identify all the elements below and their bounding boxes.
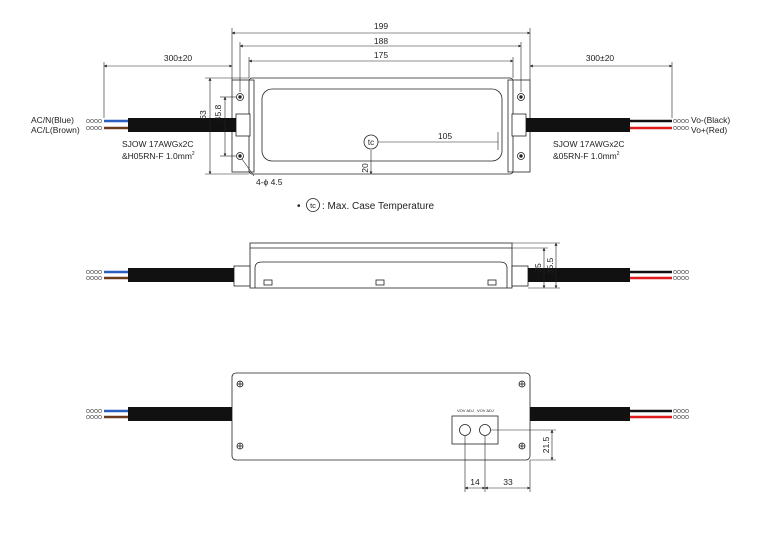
dim-mount-pitch: 188 (374, 36, 388, 46)
adj-label-2: VOV ADJ (477, 408, 494, 413)
dim-overall-length: 199 (374, 21, 388, 31)
top-right-cable (526, 118, 689, 132)
right-gland (511, 113, 527, 137)
strand-ends (673, 119, 689, 130)
dim-tc-height: 20 (360, 163, 370, 173)
mount-holes (236, 93, 525, 160)
ac-line-label: AC/L(Brown) (31, 125, 80, 135)
dim-tc-offset: 105 (438, 131, 452, 141)
dim-adj-offset: 33 (503, 477, 513, 487)
adj-label-1: VOV ADJ (457, 408, 474, 413)
dim-cable-left: 300±20 (164, 53, 193, 63)
side-left-cable (86, 268, 234, 282)
side-view (233, 242, 529, 289)
dim-adj-height: 21.5 (541, 436, 551, 453)
bottom-left-cable (86, 407, 232, 421)
strand-ends (86, 119, 102, 130)
sup-mark: 2 (192, 151, 195, 157)
dim-side-height: 35 (533, 263, 543, 273)
tc-note-symbol: tc (310, 201, 316, 210)
tc-note-text: : Max. Case Temperature (322, 201, 435, 212)
strand-ends (86, 270, 102, 280)
strand-ends (673, 409, 689, 419)
cable-in-spec-1: SJOW 17AWGx2C (122, 139, 193, 149)
cable-in-spec-2-text: &H05RN-F 1.0mm (122, 151, 192, 161)
dim-adj-spacing: 14 (470, 477, 480, 487)
dim-inner-height: 45.8 (213, 104, 223, 121)
dim-height: 63 (198, 110, 208, 120)
adj-pot-2 (479, 424, 491, 436)
mount-hole (517, 152, 525, 160)
strand-ends (673, 270, 689, 280)
side-dimensions (512, 242, 560, 289)
top-view (231, 77, 531, 175)
cable-in-spec-2: &H05RN-F 1.0mm2 (122, 151, 195, 161)
case-body (248, 77, 514, 175)
mount-hole (236, 152, 244, 160)
tc-note: • tc : Max. Case Temperature (297, 198, 435, 212)
bottom-right-cable (530, 407, 689, 421)
hole-spec: 4-ϕ 4.5 (256, 177, 283, 187)
vo-plus-label: Vo+(Red) (691, 125, 727, 135)
bottom-screws (236, 380, 526, 450)
dim-cable-right: 300±20 (586, 53, 615, 63)
cable-out-spec-1: SJOW 17AWGx2C (553, 139, 624, 149)
tc-marker: tc (363, 134, 379, 150)
side-case (249, 242, 513, 289)
cable-out-spec-2: &05RN-F 1.0mm2 (553, 151, 620, 161)
left-gland (235, 113, 251, 137)
mount-hole (236, 93, 244, 101)
cable-out-spec-2-text: &05RN-F 1.0mm (553, 151, 617, 161)
case-inner-panel (261, 88, 503, 162)
dim-body-length: 175 (374, 50, 388, 60)
side-right-cable (528, 268, 689, 282)
vo-minus-label: Vo-(Black) (691, 115, 730, 125)
mount-hole (517, 93, 525, 101)
dim-side-height-total: 35.5 (545, 257, 555, 274)
strand-ends (86, 409, 102, 419)
bottom-dimensions (464, 429, 556, 492)
adj-pot-1 (459, 424, 471, 436)
tc-symbol: tc (368, 138, 374, 147)
sup-mark: 2 (617, 151, 620, 157)
ac-neutral-label: AC/N(Blue) (31, 115, 74, 125)
top-dimensions (103, 28, 673, 177)
bullet: • (297, 201, 301, 212)
